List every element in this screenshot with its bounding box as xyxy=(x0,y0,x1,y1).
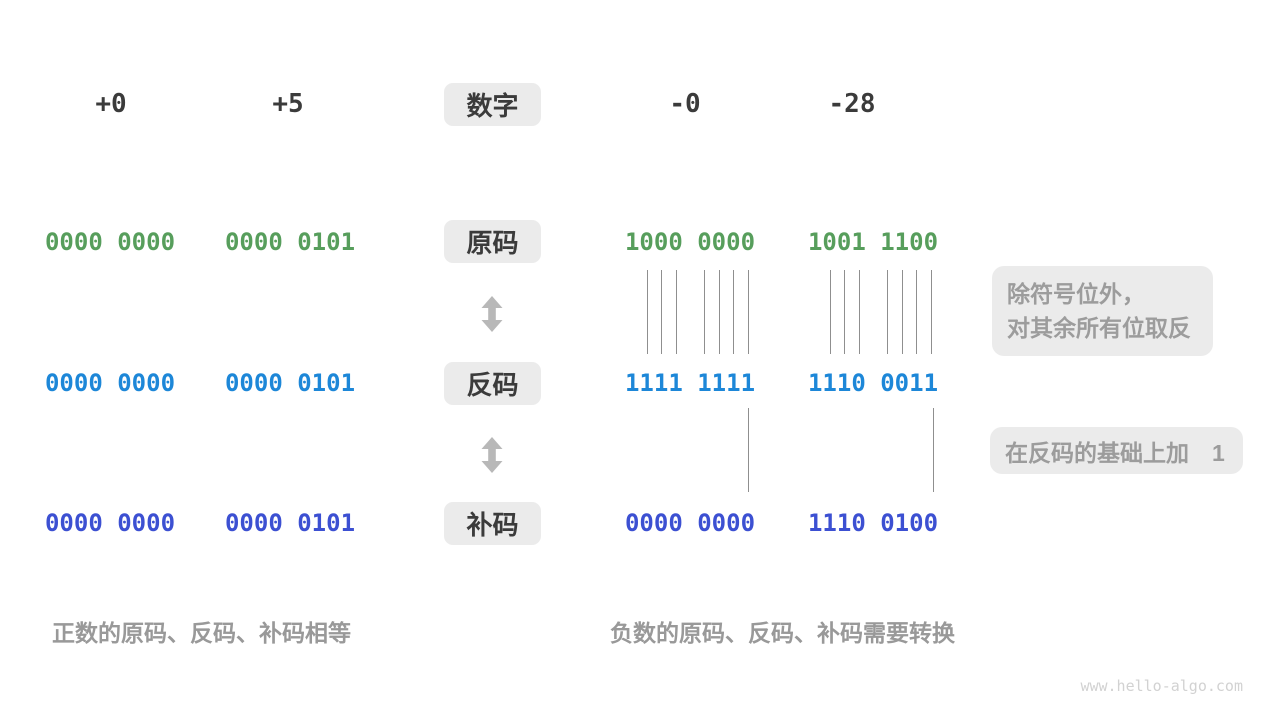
bit-connector-line xyxy=(887,270,888,354)
bit-connector-line xyxy=(933,408,934,492)
ones-complement-value-plus5: 0000 0101 xyxy=(224,369,356,397)
add-one-note: 在反码的基础上加 1 xyxy=(990,427,1243,474)
bit-connector-line xyxy=(748,270,749,354)
bit-connector-line xyxy=(733,270,734,354)
bit-connector-line xyxy=(830,270,831,354)
sign-magnitude-value-neg0: 1000 0000 xyxy=(624,228,756,256)
sign-magnitude-chip: 原码 xyxy=(444,220,541,263)
twos-complement-value-plus0: 0000 0000 xyxy=(44,509,176,537)
header-plus-five: +5 xyxy=(272,89,304,119)
bit-connector-line xyxy=(647,270,648,354)
number-chip: 数字 xyxy=(444,83,541,126)
bit-connector-line xyxy=(704,270,705,354)
ones-complement-chip: 反码 xyxy=(444,362,541,405)
negative-numbers-caption: 负数的原码、反码、补码需要转换 xyxy=(610,620,955,646)
sign-magnitude-value-neg28: 1001 1100 xyxy=(807,228,939,256)
header-plus-zero: +0 xyxy=(95,89,127,119)
bit-connector-line xyxy=(844,270,845,354)
ones-complement-value-plus0: 0000 0000 xyxy=(44,369,176,397)
positive-numbers-caption: 正数的原码、反码、补码相等 xyxy=(52,620,351,646)
add-one-note-text: 在反码的基础上加 1 xyxy=(1005,439,1225,466)
header-neg-zero: -0 xyxy=(669,89,701,119)
bit-connector-line xyxy=(902,270,903,354)
sign-magnitude-value-plus0: 0000 0000 xyxy=(44,228,176,256)
twos-complement-value-neg0: 0000 0000 xyxy=(624,509,756,537)
bit-connector-line xyxy=(931,270,932,354)
bit-connector-line xyxy=(719,270,720,354)
updown-arrow-icon xyxy=(481,296,503,332)
invert-bits-note-line1: 除符号位外， xyxy=(1007,281,1145,307)
bit-connector-line xyxy=(748,408,749,492)
invert-bits-note-line2: 对其余所有位取反 xyxy=(1007,315,1191,341)
updown-arrow-icon xyxy=(481,437,503,473)
bit-connector-line xyxy=(859,270,860,354)
sign-magnitude-value-plus5: 0000 0101 xyxy=(224,228,356,256)
watermark-url: www.hello-algo.com xyxy=(1080,677,1243,695)
bit-connector-line xyxy=(916,270,917,354)
twos-complement-chip: 补码 xyxy=(444,502,541,545)
bit-connector-line xyxy=(676,270,677,354)
bit-connector-line xyxy=(661,270,662,354)
invert-bits-note: 除符号位外， 对其余所有位取反 xyxy=(992,266,1213,356)
ones-complement-value-neg28: 1110 0011 xyxy=(807,369,939,397)
twos-complement-value-neg28: 1110 0100 xyxy=(807,509,939,537)
twos-complement-value-plus5: 0000 0101 xyxy=(224,509,356,537)
ones-complement-value-neg0: 1111 1111 xyxy=(624,369,756,397)
header-neg-twenty-eight: -28 xyxy=(828,89,876,119)
